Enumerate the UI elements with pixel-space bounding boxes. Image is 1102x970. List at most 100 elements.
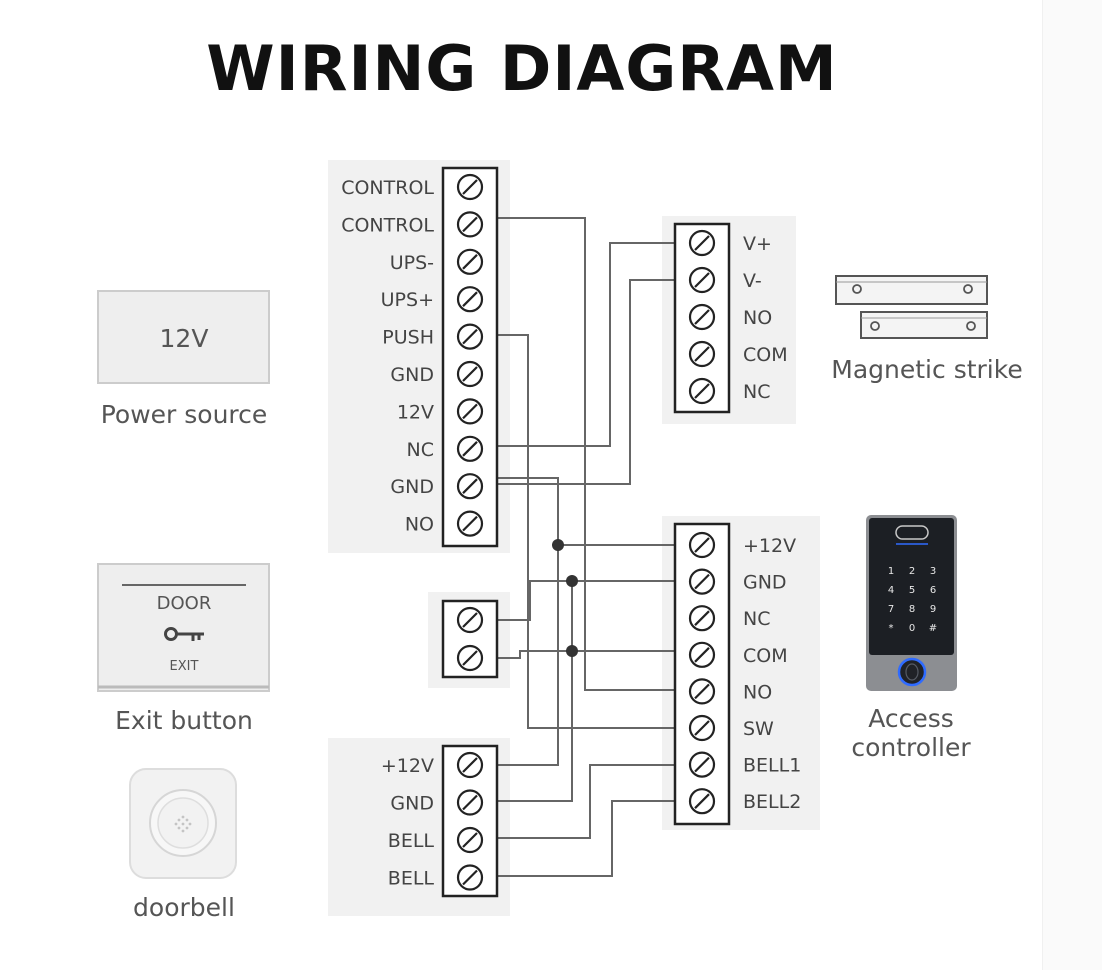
terminal-screw-icon bbox=[688, 377, 716, 405]
access-controller-keypad: 1 2 3 4 5 6 7 8 9 * 0 # bbox=[888, 566, 937, 634]
right-margin-strip bbox=[1042, 0, 1102, 970]
terminal-label: UPS- bbox=[390, 252, 434, 274]
wire-plus12-to-bell bbox=[497, 545, 559, 766]
terminal-label: +12V bbox=[381, 755, 434, 777]
access-controller-device: 1 2 3 4 5 6 7 8 9 * 0 # Access controller bbox=[851, 515, 971, 762]
wire-junction bbox=[566, 645, 578, 657]
access-controller-label-line1: Access bbox=[868, 704, 954, 733]
screw-hole bbox=[870, 321, 880, 331]
terminal-screw-icon bbox=[456, 435, 484, 462]
terminal-screw-icon bbox=[688, 531, 716, 559]
keypad-key: 7 bbox=[888, 604, 894, 615]
terminal-screw-icon bbox=[688, 266, 716, 294]
wire-exit2-to-com bbox=[497, 650, 675, 659]
terminal-screw-icon bbox=[456, 789, 484, 816]
terminal-label: +12V bbox=[743, 535, 796, 557]
terminal-label: GND bbox=[743, 572, 787, 594]
terminal-label: UPS+ bbox=[381, 289, 434, 311]
terminal-label: 12V bbox=[397, 401, 434, 423]
terminal-label: COM bbox=[743, 344, 788, 366]
lock-terminal-screws bbox=[688, 229, 716, 405]
terminal-label: BELL bbox=[388, 868, 435, 890]
magnetic-strike-device: Magnetic strike bbox=[831, 275, 1023, 384]
fingerprint-sensor-icon bbox=[897, 657, 927, 687]
doorbell-label: doorbell bbox=[133, 893, 235, 922]
wire-bell2 bbox=[497, 800, 675, 877]
wire-exit1-to-gnd bbox=[497, 580, 572, 621]
magnetic-strike-label: Magnetic strike bbox=[831, 355, 1022, 384]
terminal-screw-icon bbox=[688, 229, 716, 257]
terminal-screw-icon bbox=[688, 340, 716, 368]
terminal-label: BELL1 bbox=[743, 755, 801, 777]
terminal-screw-icon bbox=[688, 714, 716, 742]
keypad-key: 8 bbox=[909, 604, 915, 615]
keypad-key: 0 bbox=[909, 623, 915, 634]
wire-psu-gnd-to-junction bbox=[497, 477, 559, 545]
magnetic-strike-plate bbox=[860, 311, 988, 339]
terminal-label: NC bbox=[407, 439, 434, 461]
terminal-label: CONTROL bbox=[341, 177, 434, 199]
terminal-label: NO bbox=[405, 514, 434, 536]
controller-terminal-screws bbox=[688, 531, 716, 815]
power-source-device: 12V Power source bbox=[97, 290, 270, 429]
keypad-key: 4 bbox=[888, 585, 894, 596]
doorbell-speaker-icon bbox=[174, 815, 192, 833]
keypad-key: # bbox=[929, 623, 937, 634]
exit-button-device: DOOR EXIT Exit button bbox=[97, 563, 270, 735]
terminal-screw-icon bbox=[688, 788, 716, 815]
screw-hole bbox=[852, 284, 862, 294]
terminal-screw-icon bbox=[688, 678, 716, 705]
terminal-screw-icon bbox=[456, 398, 484, 425]
keypad-key: 6 bbox=[930, 585, 936, 596]
access-controller-panel bbox=[869, 518, 954, 655]
wire-push-to-sw bbox=[497, 334, 675, 729]
terminal-label: GND bbox=[390, 476, 434, 498]
wire-gnd-to-vminus bbox=[497, 279, 675, 485]
terminal-label: PUSH bbox=[382, 327, 434, 349]
terminal-label: NO bbox=[743, 307, 772, 329]
terminal-label: CONTROL bbox=[341, 214, 434, 236]
wire-control-to-no bbox=[497, 217, 675, 691]
terminal-screw-icon bbox=[456, 473, 484, 500]
terminal-label: NC bbox=[743, 608, 770, 630]
power-source-box bbox=[97, 290, 270, 384]
keypad-key: 5 bbox=[909, 585, 915, 596]
terminal-screw-icon bbox=[456, 644, 484, 672]
terminal-screw-icon bbox=[456, 248, 484, 275]
terminal-screw-icon bbox=[456, 211, 484, 238]
wire-bell1 bbox=[497, 764, 675, 839]
keypad-key: * bbox=[889, 623, 894, 634]
terminal-screw-icon bbox=[688, 751, 716, 778]
terminal-label: GND bbox=[390, 364, 434, 386]
terminal-label: NO bbox=[743, 681, 772, 703]
keypad-key: 1 bbox=[888, 566, 894, 577]
terminal-label: COM bbox=[743, 645, 788, 667]
doorbell-device: doorbell bbox=[129, 768, 237, 922]
terminal-label: V+ bbox=[743, 233, 772, 255]
card-reader-icon bbox=[895, 525, 929, 540]
terminal-screw-icon bbox=[688, 641, 716, 668]
wire-nc-to-vplus bbox=[497, 242, 675, 447]
keypad-key: 3 bbox=[930, 566, 936, 577]
power-source-label: Power source bbox=[101, 400, 268, 429]
terminal-label: BELL2 bbox=[743, 791, 801, 813]
exit-button-exit-text: EXIT bbox=[170, 659, 199, 674]
terminal-screw-icon bbox=[456, 864, 484, 891]
exit-button-door-text: DOOR bbox=[157, 593, 212, 614]
terminal-screw-icon bbox=[456, 751, 484, 779]
terminal-screw-icon bbox=[688, 303, 716, 331]
power-source-voltage: 12V bbox=[160, 324, 209, 353]
terminal-screw-icon bbox=[456, 606, 484, 634]
terminal-screw-icon bbox=[688, 605, 716, 632]
terminal-screw-icon bbox=[456, 510, 484, 537]
keypad-key: 9 bbox=[930, 604, 936, 615]
keypad-key: 2 bbox=[909, 566, 915, 577]
diagram-title: WIRING DIAGRAM bbox=[206, 32, 837, 105]
access-controller-label-line2: controller bbox=[851, 733, 971, 762]
wire-junction bbox=[552, 539, 564, 551]
